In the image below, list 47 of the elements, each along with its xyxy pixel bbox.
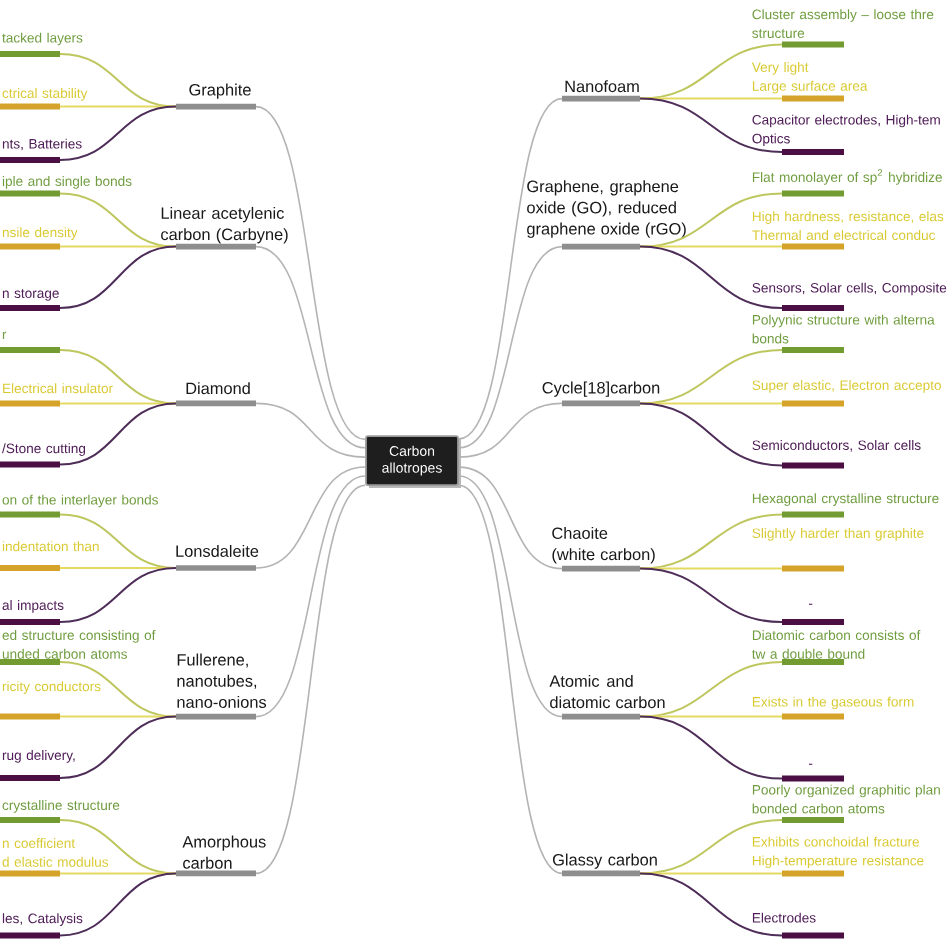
branch-connector [639,97,783,153]
branch-connector [255,402,366,458]
branch-connector [639,872,783,937]
topic-label: Linear acetylenic carbon (Carbyne) [161,206,288,250]
branch-connector [59,661,177,718]
branch-connector [458,484,563,875]
branch-connector [255,105,366,441]
topic-label: Fullerene, nanotubes, nano-onions [176,653,267,720]
branch-connector [458,97,563,440]
branch-connector [59,872,177,875]
topic-label: Glassy carbon [552,853,657,877]
branch-connector [59,872,177,937]
topic-label: Graphite [176,83,256,110]
topic-label: Diamond [176,382,256,407]
topic-label: Chaoite (white carbon) [552,526,655,572]
branch-connector [255,245,366,449]
branch-connector [59,245,177,309]
branch-connector [639,715,783,780]
branch-connector [59,192,177,248]
branch-connector [458,475,563,718]
branch-connector [639,402,783,467]
branch-connector [639,567,783,623]
branch-connector [639,513,783,570]
topic-label: Atomic and diatomic carbon [549,674,665,720]
branch-connector [255,484,366,875]
topic-label: Amorphous carbon [176,835,266,877]
branch-connector [639,402,783,405]
topic-label: Lonsdaleite [176,544,259,571]
branch-connector [59,53,177,108]
branch-connector [458,466,563,570]
branch-connector [59,567,177,623]
branch-connector [255,466,366,569]
branch-connector [59,715,177,779]
branch-connector [59,105,177,161]
branch-connector [639,245,783,309]
branch-connector [255,475,366,718]
branch-connector [458,402,563,458]
branch-connector [458,245,563,449]
branch-connector [59,402,177,466]
branch-connector [639,872,783,875]
topic-label: Cycle[18]carbon [542,381,660,407]
topic-label: Nanofoam [562,80,640,102]
topic-label: Graphene, graphene oxide (GO), reduced graphene oxide (rGO) [527,180,686,250]
branch-connector [639,192,783,248]
branch-connector [59,402,177,405]
branch-connector [639,661,783,718]
branch-connector [639,43,783,100]
